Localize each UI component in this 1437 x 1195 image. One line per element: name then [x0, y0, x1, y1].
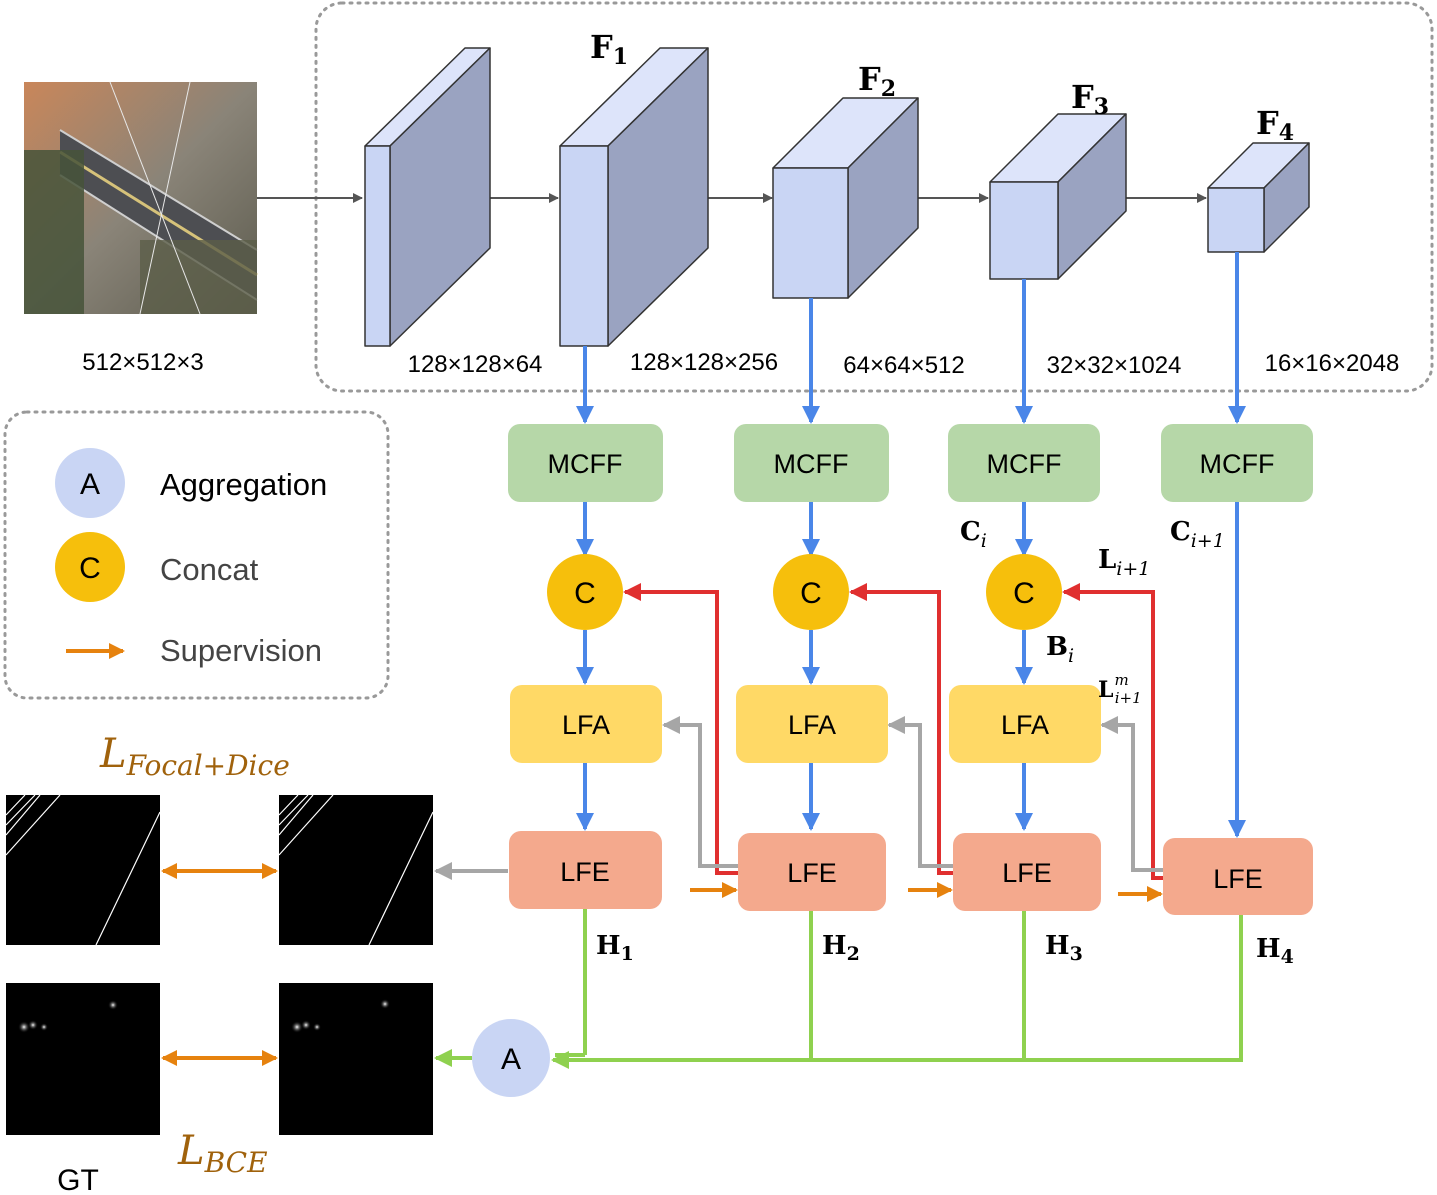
- svg-text:LFA: LFA: [562, 710, 610, 740]
- legend-supervision: Supervision: [66, 633, 322, 668]
- legend-concat: C Concat: [55, 532, 259, 602]
- gt-heatmap: [6, 983, 160, 1135]
- svg-text:Aggregation: Aggregation: [160, 467, 327, 502]
- loss-bce: LBCE: [177, 1128, 268, 1179]
- annotation-l-i-plus-1: Li+1: [1098, 545, 1150, 580]
- flow-arrow: [1062, 583, 1163, 880]
- svg-text:C: C: [800, 577, 822, 610]
- aggregation-node: A: [472, 1019, 550, 1097]
- flow-arrow: [849, 583, 953, 875]
- lfa-module-3: LFA: [949, 685, 1101, 763]
- head-label-H2: H2: [822, 931, 860, 965]
- svg-text:C: C: [574, 577, 596, 610]
- concat-node-1: C: [547, 554, 623, 630]
- dims-label: 64×64×512: [843, 352, 964, 379]
- annotation-b-i: Bi: [1046, 632, 1074, 667]
- flow-arrow: [551, 1051, 1243, 1069]
- legend-aggregation: A Aggregation: [55, 448, 327, 518]
- mcff-module-3: MCFF: [948, 424, 1100, 502]
- gt-label: GT: [57, 1164, 99, 1195]
- svg-text:Concat: Concat: [160, 552, 259, 587]
- svg-text:A: A: [80, 468, 100, 501]
- lfa-module-1: LFA: [510, 685, 662, 763]
- lfe-module-4: LFE: [1163, 838, 1313, 915]
- svg-text:Supervision: Supervision: [160, 633, 322, 668]
- annotation-c-i-plus-1: Ci+1: [1170, 517, 1225, 552]
- flow-arrow: [623, 583, 738, 875]
- concat-icon: [55, 532, 125, 602]
- encoder-block-F2: [772, 97, 919, 299]
- mcff-module-4: MCFF: [1161, 424, 1313, 502]
- svg-text:LFE: LFE: [560, 857, 610, 887]
- feature-label-F3: F3: [1071, 78, 1109, 120]
- encoder-block-F1: [559, 47, 709, 347]
- dims-label: 128×128×64: [408, 351, 543, 378]
- input-dims: 512×512×3: [82, 349, 203, 376]
- feature-label-F4: F4: [1256, 104, 1294, 146]
- head-label-H4: H4: [1256, 934, 1294, 968]
- encoder-block-F3: [989, 113, 1127, 280]
- svg-text:LFE: LFE: [1002, 858, 1052, 888]
- mcff-module-1: MCFF: [508, 424, 663, 502]
- svg-text:C: C: [79, 552, 101, 585]
- legend-container: [3, 410, 390, 700]
- lfa-module-2: LFA: [736, 685, 888, 763]
- input-image: [24, 81, 258, 315]
- mcff-module-2: MCFF: [734, 424, 889, 502]
- flow-arrow: [1100, 716, 1163, 872]
- flow-arrow: [662, 716, 738, 868]
- encoder-block-F4: [1207, 142, 1310, 253]
- lfe-module-1: LFE: [509, 831, 662, 909]
- lfe-module-3: LFE: [953, 833, 1101, 911]
- svg-text:MCFF: MCFF: [1200, 449, 1275, 479]
- svg-text:LFA: LFA: [788, 710, 836, 740]
- svg-text:LFE: LFE: [1213, 864, 1263, 894]
- svg-text:MCFF: MCFF: [774, 449, 849, 479]
- svg-text:A: A: [501, 1043, 521, 1076]
- aggregation-icon: [55, 448, 125, 518]
- concat-node-3: C: [986, 554, 1062, 630]
- svg-text:MCFF: MCFF: [987, 449, 1062, 479]
- dims-label: 32×32×1024: [1047, 352, 1182, 379]
- loss-focal-dice: LFocal+Dice: [99, 731, 290, 782]
- svg-text:LFE: LFE: [787, 858, 837, 888]
- lfe-module-2: LFE: [738, 833, 886, 911]
- head-label-H1: H1: [596, 931, 634, 965]
- feature-label-F1: F1: [590, 28, 628, 70]
- svg-text:MCFF: MCFF: [548, 449, 623, 479]
- annotation-c-i: Ci: [960, 517, 987, 552]
- gt-lane-map: [5, 794, 161, 946]
- dims-label: 128×128×256: [630, 349, 778, 376]
- dims-label: 16×16×2048: [1265, 350, 1400, 377]
- feature-label-F2: F2: [858, 60, 896, 102]
- predicted-lane-map: [278, 794, 434, 946]
- svg-text:C: C: [1013, 577, 1035, 610]
- predicted-heatmap: [279, 983, 433, 1135]
- concat-node-2: C: [773, 554, 849, 630]
- svg-text:LFA: LFA: [1001, 710, 1049, 740]
- flow-arrow: [887, 716, 953, 868]
- head-label-H3: H3: [1045, 931, 1083, 965]
- encoder-block-0: [364, 47, 491, 347]
